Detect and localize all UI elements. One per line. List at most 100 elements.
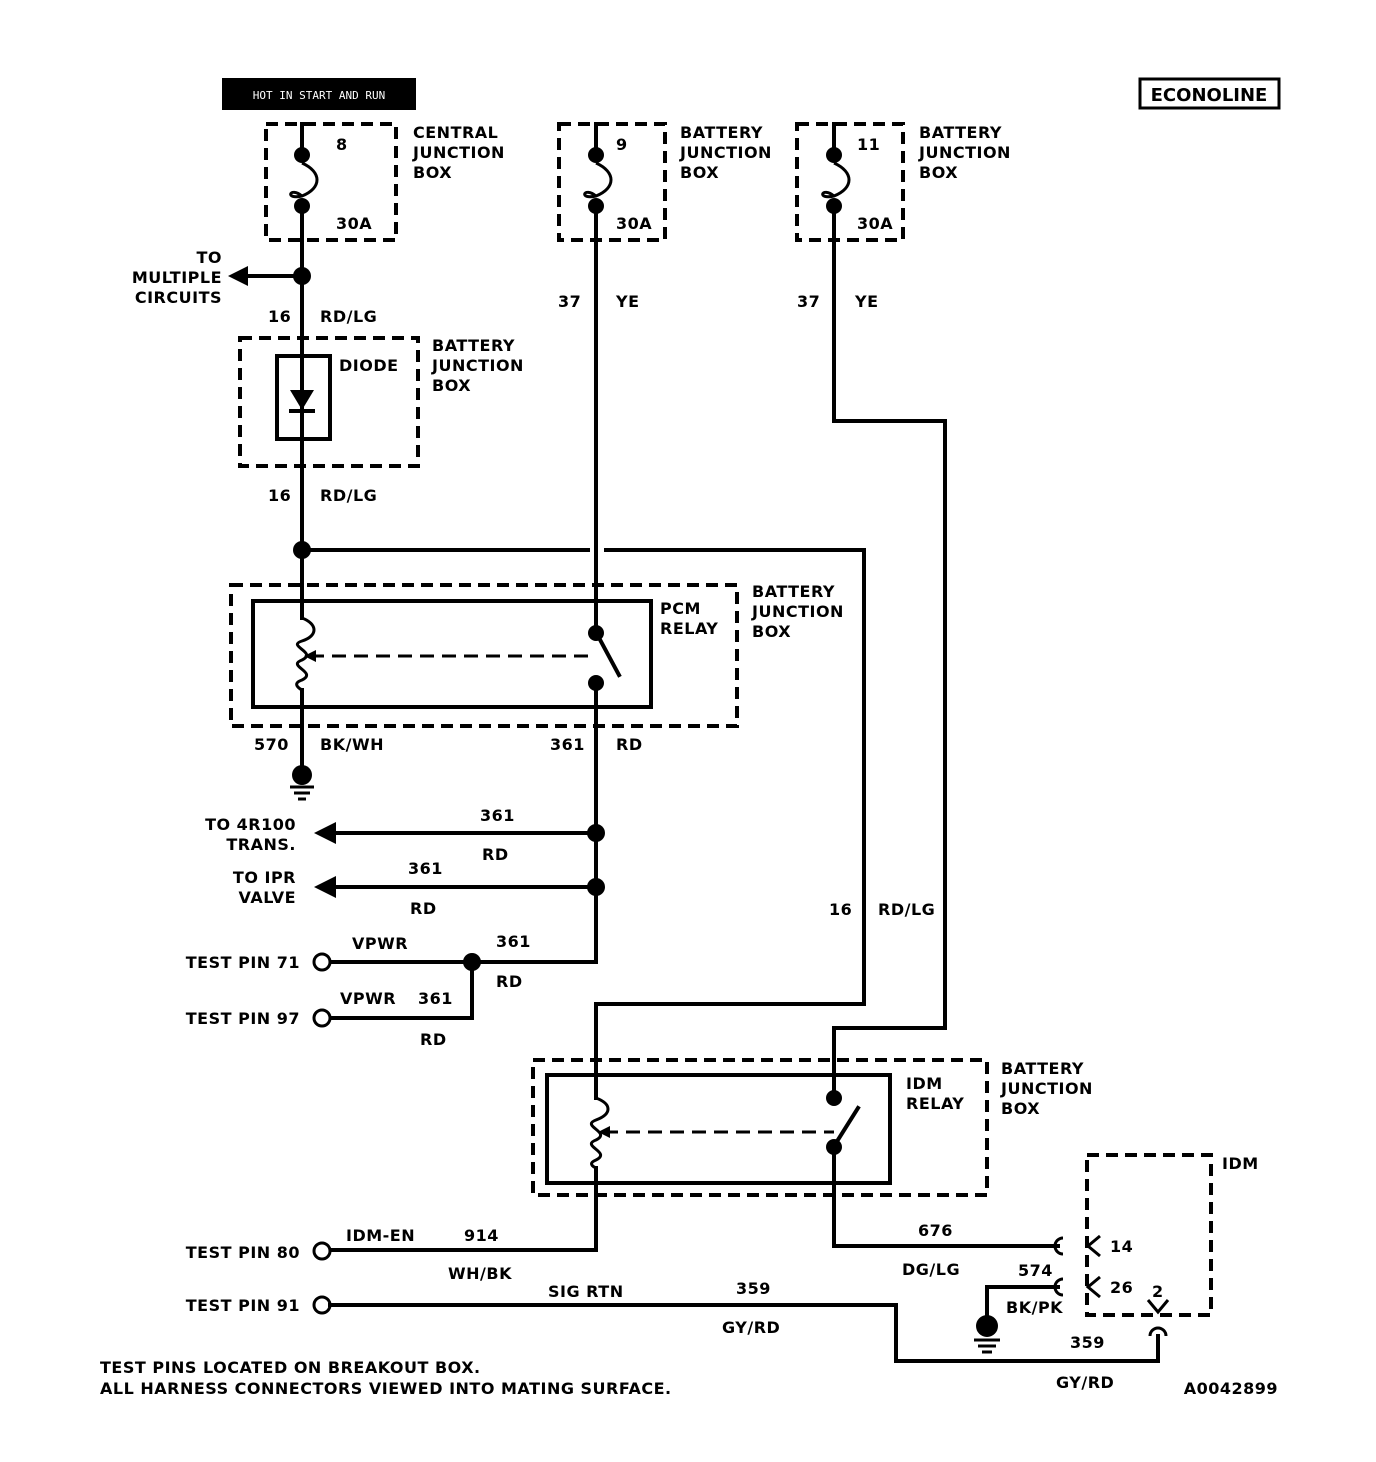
wire-rd-label-d: RD [496, 972, 523, 991]
test-pin-80-terminal[interactable] [312, 1241, 332, 1261]
wire-361-label-e: 361 [418, 989, 453, 1008]
fuse-11-label-2: JUNCTION [918, 143, 1011, 162]
fuse-9-label-3: BOX [680, 163, 719, 182]
idm-box-label-3: BOX [1001, 1099, 1040, 1118]
note-1: TEST PINS LOCATED ON BREAKOUT BOX. [100, 1358, 481, 1377]
vpwr-label-b: VPWR [340, 989, 396, 1008]
dest-trans-1: TO 4R100 [205, 815, 296, 834]
dest-ipr-1: TO IPR [233, 868, 296, 887]
diode-box-label-2: JUNCTION [431, 356, 524, 375]
fuse-8: 8 30A [264, 122, 398, 242]
wire-rd-label-e: RD [420, 1030, 447, 1049]
wire-361-label-a: 361 [550, 735, 585, 754]
ground-icon [290, 765, 314, 801]
pcm-relay-name-2: RELAY [660, 619, 718, 638]
test-pin-80-label: TEST PIN 80 [186, 1243, 300, 1262]
pcm-relay: PCM RELAY [229, 583, 739, 728]
wire-361-label-d: 361 [496, 932, 531, 951]
idm-box-label-2: JUNCTION [1000, 1079, 1093, 1098]
diode-box-label-1: BATTERY [432, 336, 515, 355]
wire-rd-label-a: RD [616, 735, 643, 754]
model-badge: ECONOLINE [1138, 77, 1281, 110]
dest-trans-2: TRANS. [226, 835, 296, 854]
wire-bkpk-label: BK/PK [1006, 1298, 1063, 1317]
header-caption: HOT IN START AND RUN [222, 78, 416, 110]
arrow-to-ipr [314, 876, 336, 898]
fuse-11-label-3: BOX [919, 163, 958, 182]
fuse-11-rating: 30A [857, 214, 893, 233]
pcm-box-label-3: BOX [752, 622, 791, 641]
wire-rdlg-label-b: RD/LG [320, 486, 377, 505]
test-pin-71-label: TEST PIN 71 [186, 953, 300, 972]
wire-676-label: 676 [918, 1221, 953, 1240]
test-pin-97-label: TEST PIN 97 [186, 1009, 300, 1028]
wire-rdlg-label-c: RD/LG [878, 900, 935, 919]
fuse-8-label-3: BOX [413, 163, 452, 182]
test-pin-97-terminal[interactable] [312, 1008, 332, 1028]
fuse-9: 9 30A [557, 122, 667, 242]
diode-box-label-3: BOX [432, 376, 471, 395]
fuse-11-label-1: BATTERY [919, 123, 1002, 142]
model-badge-text: ECONOLINE [1151, 85, 1268, 106]
figure-id: A0042899 [1184, 1379, 1278, 1398]
idm-relay-name-2: RELAY [906, 1094, 964, 1113]
wire-37-label-b: 37 [797, 292, 820, 311]
fuse-8-label-2: JUNCTION [412, 143, 505, 162]
wire-dglg-label: DG/LG [902, 1260, 960, 1279]
wire-rd-label-b: RD [482, 845, 509, 864]
wire-16-label-b: 16 [268, 486, 291, 505]
dest-ipr-2: VALVE [239, 888, 296, 907]
wire-359-label-a: 359 [736, 1279, 771, 1298]
to-multiple-3: CIRCUITS [135, 288, 222, 307]
wire-gyrd-label-a: GY/RD [722, 1318, 780, 1337]
wire-bkwh-label: BK/WH [320, 735, 384, 754]
wire-gyrd-label-b: GY/RD [1056, 1373, 1114, 1392]
wire-914-label: 914 [464, 1226, 499, 1245]
pcm-box-label-2: JUNCTION [751, 602, 844, 621]
idm-module: IDM 14 26 2 [1053, 1153, 1259, 1337]
wire-361-label-b: 361 [480, 806, 515, 825]
idm-en-label: IDM-EN [346, 1226, 415, 1245]
wire-whbk-label: WH/BK [448, 1264, 512, 1283]
diode-label: DIODE [339, 356, 399, 375]
wire-16-label-c: 16 [829, 900, 852, 919]
wire-ye-label-a: YE [615, 292, 640, 311]
pcm-box-label-1: BATTERY [752, 582, 835, 601]
diode-symbol [290, 390, 314, 410]
wire-361-label-c: 361 [408, 859, 443, 878]
wire-574-label: 574 [1018, 1261, 1053, 1280]
test-pin-71-terminal[interactable] [312, 952, 332, 972]
test-pin-91-terminal[interactable] [312, 1295, 332, 1315]
idm-relay: IDM RELAY [531, 1058, 989, 1197]
wire-16-label-a: 16 [268, 307, 291, 326]
vpwr-label-a: VPWR [352, 934, 408, 953]
idm-pin-2: 2 [1152, 1282, 1164, 1301]
note-2: ALL HARNESS CONNECTORS VIEWED INTO MATIN… [100, 1379, 672, 1398]
fuse-9-number: 9 [616, 135, 628, 154]
sig-rtn-label: SIG RTN [548, 1282, 624, 1301]
fuse-11: 11 30A [795, 122, 905, 242]
test-pin-91-label: TEST PIN 91 [186, 1296, 300, 1315]
idm-relay-name-1: IDM [906, 1074, 943, 1093]
diode-junction-box: DIODE [238, 336, 420, 468]
fuse-8-rating: 30A [336, 214, 372, 233]
idm-box-label-1: BATTERY [1001, 1059, 1084, 1078]
pcm-relay-name-1: PCM [660, 599, 701, 618]
fuse-8-number: 8 [336, 135, 348, 154]
header-caption-text: HOT IN START AND RUN [253, 89, 385, 102]
fuse-11-number: 11 [857, 135, 880, 154]
fuse-9-rating: 30A [616, 214, 652, 233]
arrow-to-multiple [228, 266, 248, 286]
wire-37-label-a: 37 [558, 292, 581, 311]
idm-pin-26: 26 [1110, 1278, 1133, 1297]
wire-359-label-b: 359 [1070, 1333, 1105, 1352]
ground-icon-idm [974, 1315, 1000, 1354]
wire-ye-label-b: YE [854, 292, 879, 311]
fuse-9-label-1: BATTERY [680, 123, 763, 142]
idm-module-name: IDM [1222, 1154, 1259, 1173]
fuse-8-label-1: CENTRAL [413, 123, 498, 142]
idm-pin-14: 14 [1110, 1237, 1133, 1256]
wire-rd-label-c: RD [410, 899, 437, 918]
to-multiple-1: TO [196, 248, 222, 267]
